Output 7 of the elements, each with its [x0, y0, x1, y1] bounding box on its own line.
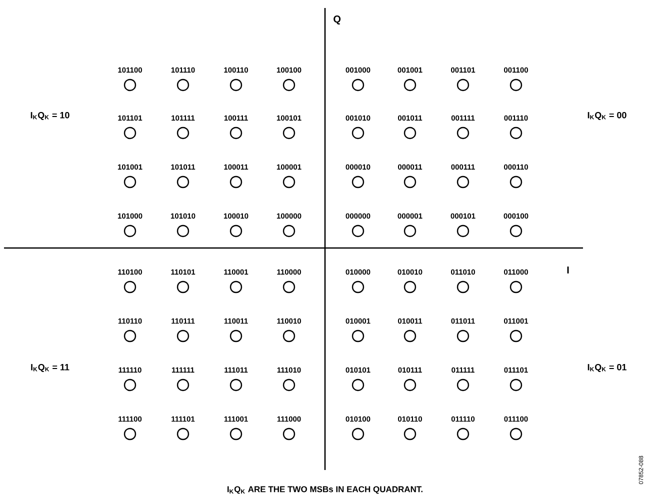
- axis-label: I: [567, 266, 569, 274]
- quadrant-label: I$_{K}$Q$_{K}$ = 00: [588, 112, 626, 120]
- quadrant-label: I$_{K}$Q$_{K}$ = 10: [30, 112, 70, 120]
- quadrant-label: I$_{K}$Q$_{K}$ = 01: [588, 364, 626, 372]
- axis-label: Q: [334, 16, 341, 24]
- quadrant-label: I$_{K}$Q$_{K}$ = 11: [31, 364, 70, 372]
- caption: I$_{K}$Q$_{K}$ ARE THE TWO MSBs IN EACH QUADRANT.: [228, 486, 422, 494]
